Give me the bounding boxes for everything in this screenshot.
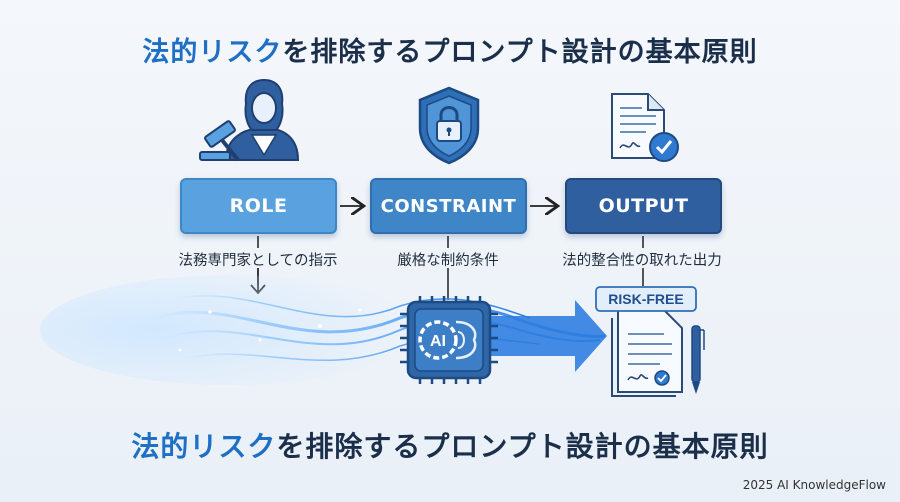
- constraint-box: CONSTRAINT: [370, 178, 527, 234]
- bottom-title: 法的リスクを排除するプロンプト設計の基本原則: [0, 425, 900, 465]
- risk-free-label: RISK-FREE: [608, 291, 683, 307]
- output-box: OUTPUT: [565, 178, 722, 234]
- output-caption: 法的整合性の取れた出力: [562, 253, 722, 269]
- data-flow-wave: [40, 275, 607, 385]
- signed-document-check-icon: [611, 93, 679, 162]
- approved-document-pen-icon: [611, 309, 705, 397]
- footer-credit: 2025 AI KnowledgeFlow: [742, 478, 886, 492]
- lawyer-with-gavel-icon: [199, 78, 300, 162]
- bottom-title-rest: を排除するプロンプト設計の基本原則: [276, 430, 769, 463]
- ai-brain-chip-icon: AI: [400, 296, 498, 384]
- role-caption: 法務専門家としての指示: [178, 253, 338, 269]
- title-accent: 法的リスク: [142, 37, 283, 68]
- page-title: 法的リスクを排除するプロンプト設計の基本原則: [0, 30, 900, 69]
- title-rest: を排除するプロンプト設計の基本原則: [282, 37, 758, 68]
- ai-chip-label: AI: [430, 333, 446, 350]
- bottom-title-accent: 法的リスク: [131, 430, 277, 463]
- role-box: ROLE: [180, 178, 337, 234]
- risk-free-badge: RISK-FREE: [595, 286, 697, 312]
- shield-lock-icon: [418, 86, 480, 165]
- constraint-caption: 厳格な制約条件: [397, 253, 499, 269]
